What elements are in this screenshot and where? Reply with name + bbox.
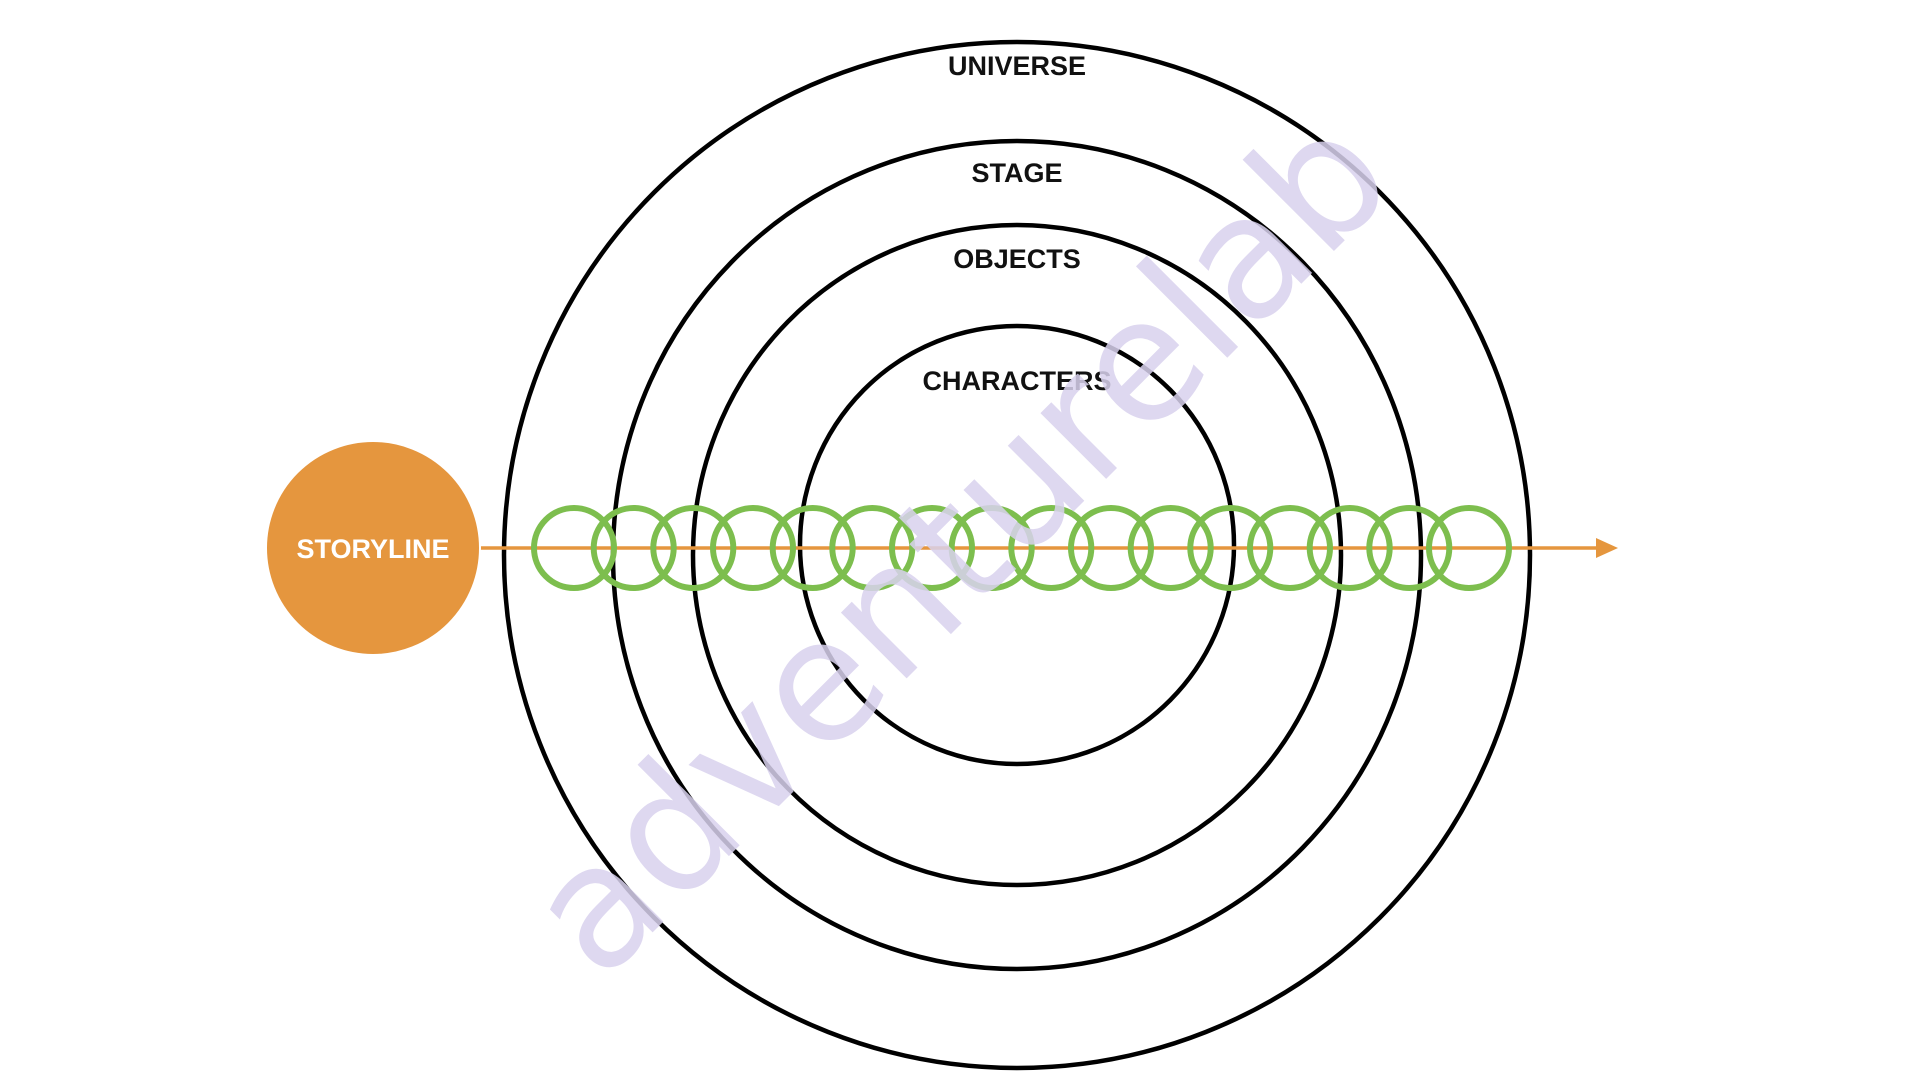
- chain-link: [650, 505, 737, 591]
- storyline-circle: [265, 440, 481, 656]
- storyline-label: STORYLINE: [296, 534, 449, 564]
- chain-link: [829, 505, 916, 591]
- storyline-node: STORYLINE: [265, 440, 481, 656]
- chain-link: [769, 505, 856, 591]
- ring-label-characters: CHARACTERS: [923, 366, 1112, 396]
- ring-label-stage: STAGE: [971, 158, 1062, 188]
- ring-universe: [501, 39, 1533, 1071]
- chain-link: [1008, 505, 1095, 591]
- ring-characters: [797, 323, 1237, 767]
- chain-link: [948, 505, 1035, 591]
- chain-link: [590, 505, 677, 591]
- chain-link: [1127, 505, 1214, 591]
- chain-link: [1426, 505, 1512, 591]
- chain-link: [889, 505, 975, 591]
- storyline-chain: [531, 505, 1512, 591]
- chain-link: [1068, 505, 1154, 591]
- chain-link: [1366, 505, 1453, 591]
- chain-link: [710, 505, 796, 591]
- chain-link: [1306, 505, 1393, 591]
- chain-link: [1247, 505, 1333, 591]
- storyline-arrowhead: [1596, 538, 1618, 558]
- chain-link: [1187, 505, 1274, 591]
- ring-group: [501, 39, 1533, 1071]
- ring-label-objects: OBJECTS: [953, 244, 1081, 274]
- ring-objects: [690, 222, 1344, 888]
- ring-label-universe: UNIVERSE: [948, 51, 1086, 81]
- chain-link: [531, 505, 617, 591]
